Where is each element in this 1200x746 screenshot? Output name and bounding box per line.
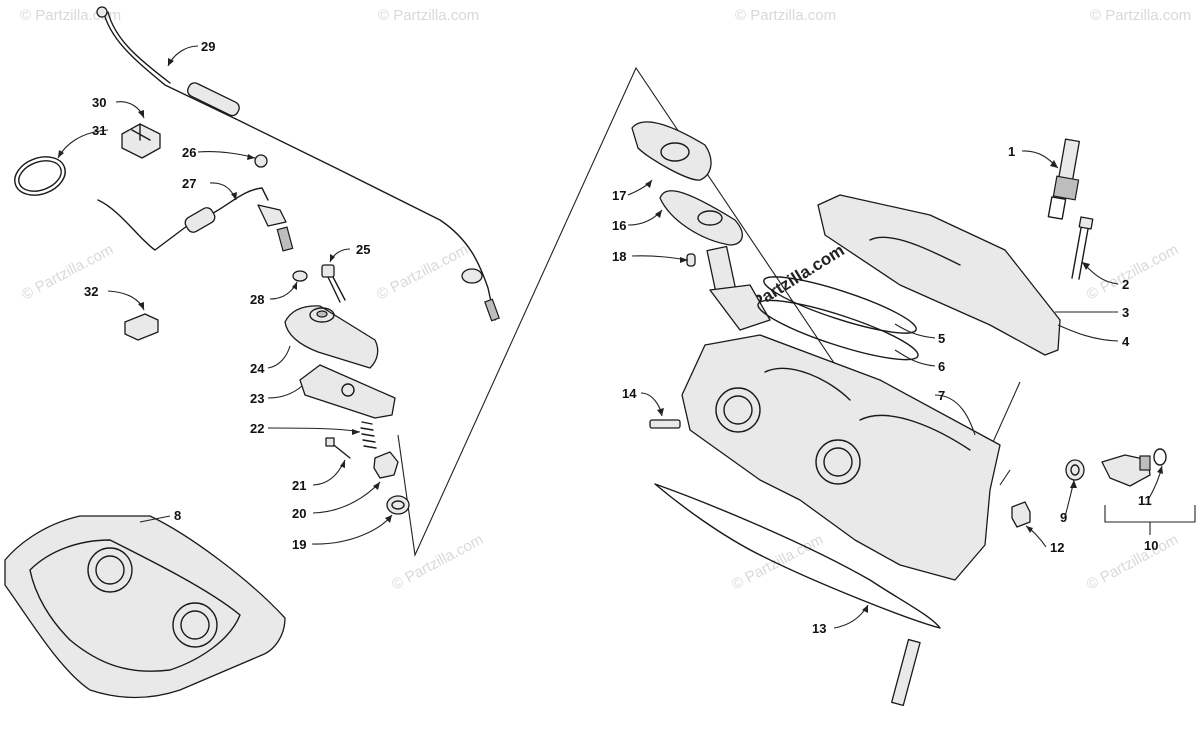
part-17-flange [631,121,712,181]
part-11-oring [1153,448,1167,466]
callout-2: 2 [1122,277,1129,292]
part-24-housing [284,305,379,369]
callout-7: 7 [938,388,945,403]
callout-29: 29 [201,39,215,54]
callout-32: 32 [84,284,98,299]
part-32-bracket [124,313,159,341]
part-13-base-gasket [654,483,941,629]
callout-27: 27 [182,176,196,191]
callout-17: 17 [612,188,626,203]
part-19-seal [386,495,410,515]
part-31-ring [14,156,66,196]
callout-28: 28 [250,292,264,307]
watermark: © Partzilla.com [1084,531,1181,593]
part-2-bolt [1071,216,1094,280]
callout-6: 6 [938,359,945,374]
part-23-gasket [299,364,396,419]
watermark: © Partzilla.com [389,531,486,593]
part-7-cylinder [681,334,1001,581]
callout-31: 31 [92,123,106,138]
callout-12: 12 [1050,540,1064,555]
part-21-screw [325,437,351,459]
callout-4: 4 [1122,334,1130,349]
leaders [57,45,1163,629]
part-4-head-cover [817,194,1061,356]
callout-3: 3 [1122,305,1129,320]
callout-20: 20 [292,506,306,521]
exhaust-valve [706,245,771,331]
callout-11: 11 [1138,493,1152,508]
part-12-nut [1011,501,1031,528]
callout-9: 9 [1060,510,1067,525]
part-18-dowel [686,253,696,267]
watermark: © Partzilla.com [729,531,826,593]
callout-16: 16 [612,218,626,233]
part-20-fitting [373,451,399,479]
part-29-cable [96,6,500,322]
callouts: 1 2 3 4 5 6 7 8 9 10 11 12 13 14 17 16 1… [84,39,1158,636]
part-27-cable [97,187,294,252]
part-26-bolt [254,154,268,168]
callout-13: 13 [812,621,826,636]
watermark: © Partzilla.com [20,7,121,24]
part-5-gasket [763,276,917,334]
watermark: © Partzilla.com [1084,241,1181,303]
callout-14: 14 [622,386,637,401]
part-10-bracket [1104,505,1196,535]
callout-25: 25 [356,242,370,257]
callout-19: 19 [292,537,306,552]
callout-23: 23 [250,391,264,406]
stud [891,638,921,707]
part-16-gasket [659,190,743,246]
part-14-stud [649,419,681,429]
watermark: © Partzilla.com [1090,7,1191,24]
callout-18: 18 [612,249,626,264]
callout-8: 8 [174,508,181,523]
callout-26: 26 [182,145,196,160]
part-6-gasket [757,299,919,361]
watermark: © Partzilla.com [735,7,836,24]
callout-1: 1 [1008,144,1015,159]
watermark: © Partzilla.com [378,7,479,24]
callout-30: 30 [92,95,106,110]
watermark: © Partzilla.com [374,241,471,303]
part-22-spring [360,421,377,449]
callout-22: 22 [250,421,264,436]
part-25-bolt [321,264,346,303]
part-10-fitting [1101,454,1151,487]
part-8-gasket-set [4,515,286,699]
watermark: © Partzilla.com [19,241,116,303]
part-30-clip [121,123,161,159]
part-9-washer [1065,459,1085,481]
callout-10: 10 [1144,538,1158,553]
callout-21: 21 [292,478,306,493]
callout-24: 24 [250,361,265,376]
part-1-spark-plug [1047,138,1081,220]
part-28-washer [292,270,308,282]
callout-5: 5 [938,331,945,346]
